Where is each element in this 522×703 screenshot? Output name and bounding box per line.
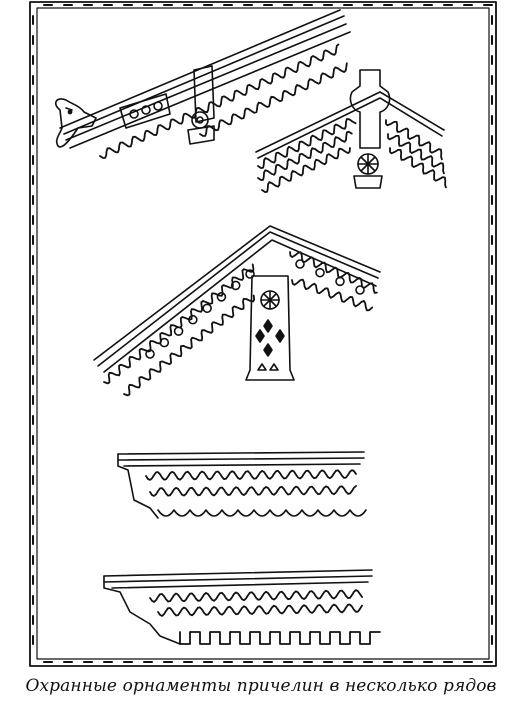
horizontal-eave-waves xyxy=(117,451,367,519)
plate-caption: Охранные орнаменты причелин в несколько … xyxy=(25,676,497,696)
scroll-ornament xyxy=(159,337,170,348)
scroll-ornament xyxy=(216,292,227,302)
scroll-ornament xyxy=(173,326,184,336)
decorative-border xyxy=(29,1,497,667)
right-gable-with-post xyxy=(255,69,447,193)
central-gable-with-rosette-board xyxy=(93,225,381,397)
scroll-ornament xyxy=(245,269,255,279)
scroll-ornament xyxy=(295,259,305,269)
scroll-ornament xyxy=(188,314,198,325)
scroll-ornament xyxy=(230,280,241,291)
horizontal-eave-crenellated xyxy=(103,569,381,645)
scroll-ornament xyxy=(355,285,365,295)
scroll-ornament xyxy=(315,267,325,278)
scroll-ornament xyxy=(145,349,155,359)
scroll-ornament xyxy=(202,303,212,314)
left-gable-with-dragon-head xyxy=(54,9,351,159)
scroll-ornament xyxy=(335,276,345,287)
